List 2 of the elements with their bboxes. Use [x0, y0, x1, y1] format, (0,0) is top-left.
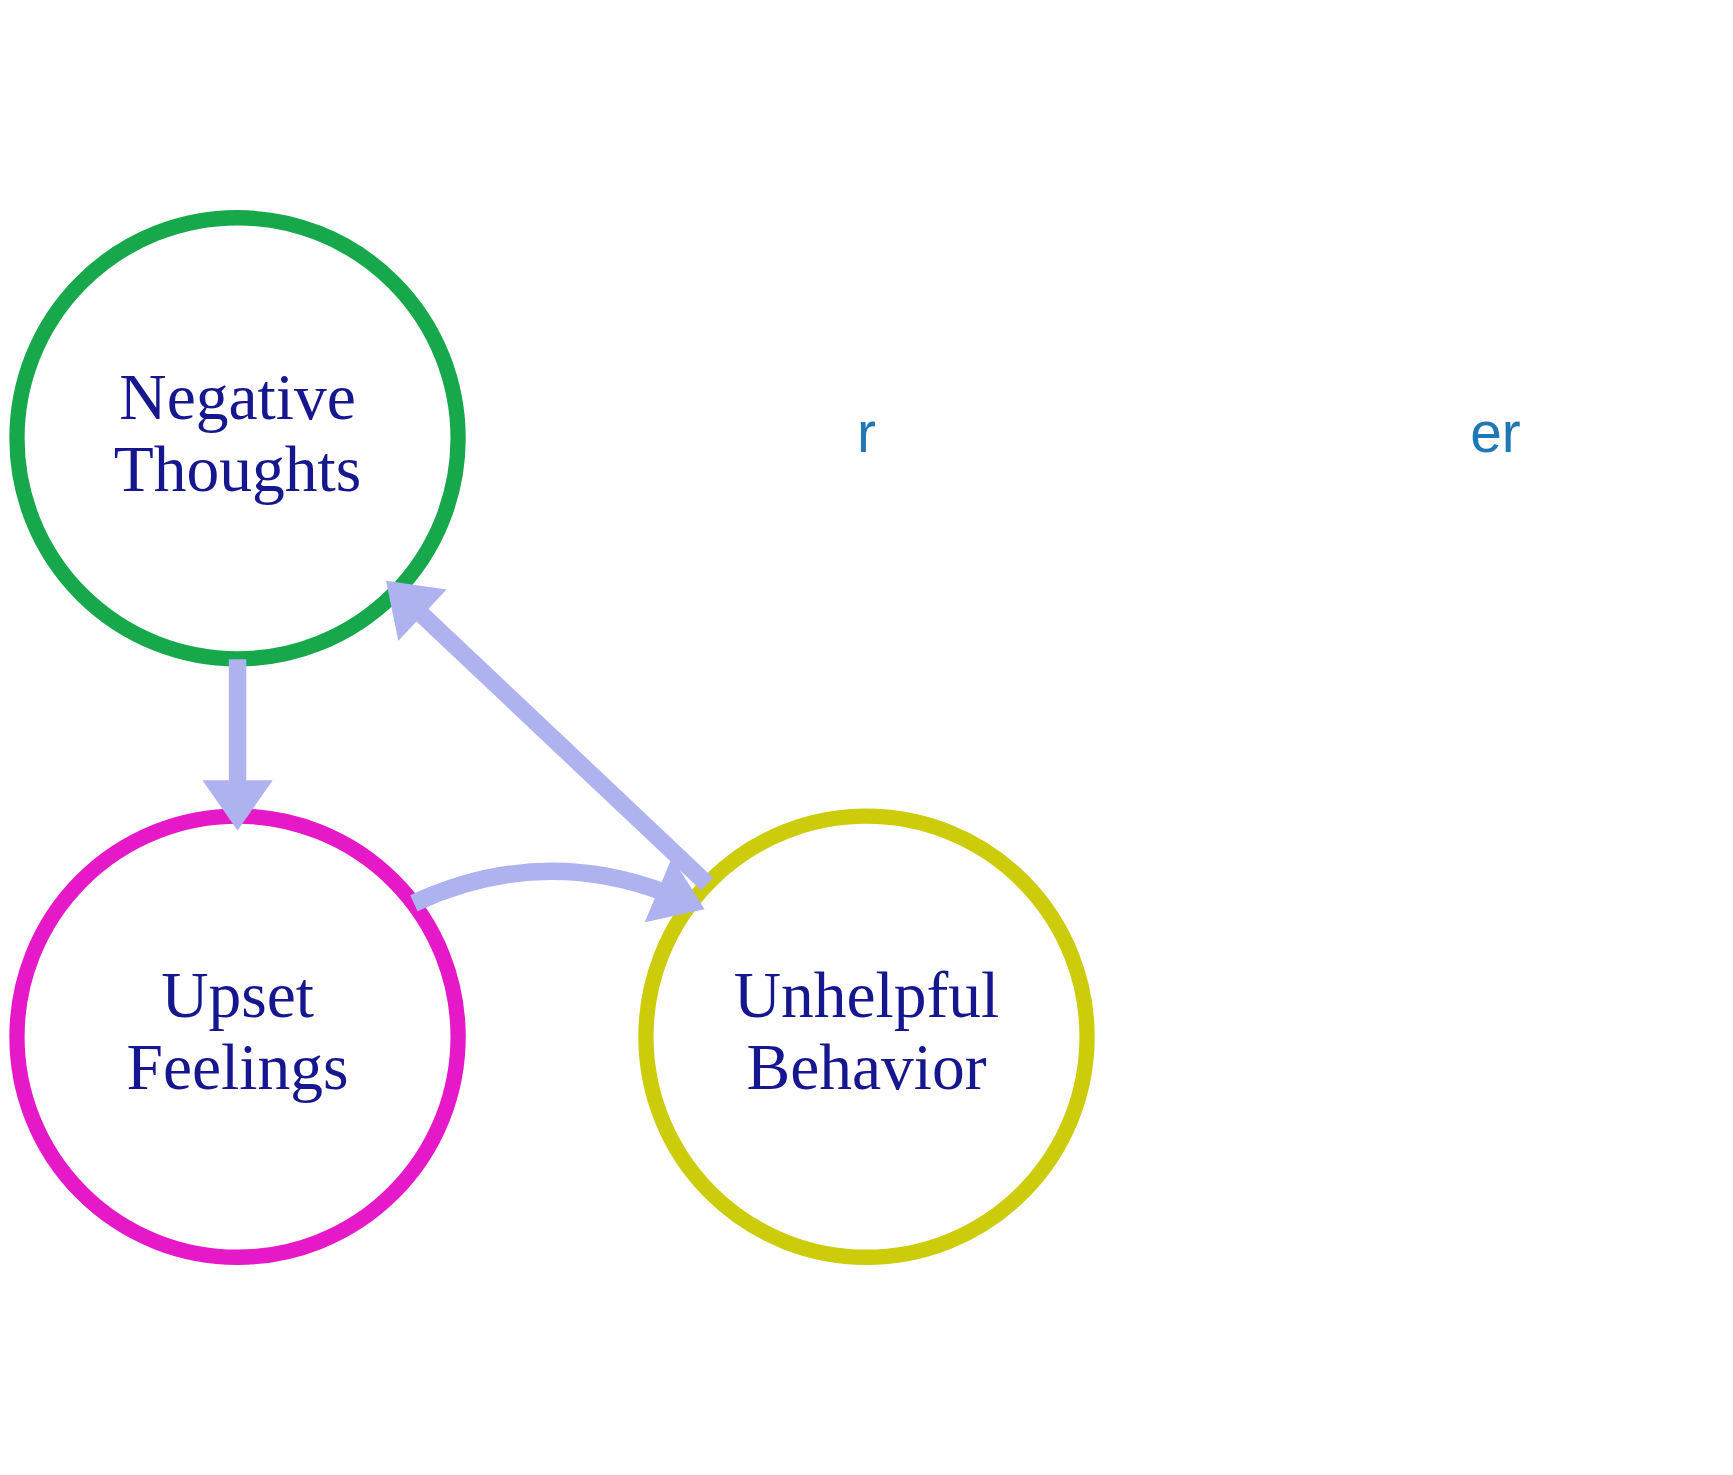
- label: r: [857, 401, 876, 465]
- label: er: [1470, 401, 1521, 465]
